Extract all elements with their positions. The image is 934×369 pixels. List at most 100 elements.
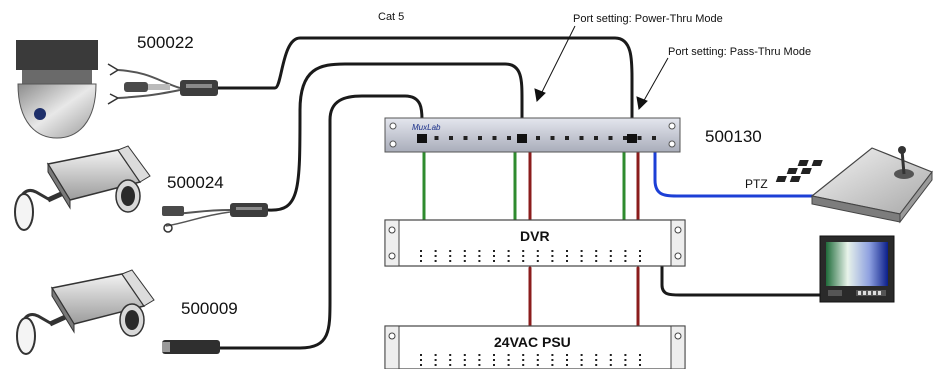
terminal-pin <box>580 354 583 356</box>
terminal-pin <box>566 255 568 257</box>
terminal-pin <box>536 255 539 257</box>
terminal-pin <box>434 359 437 361</box>
label-ptz: PTZ <box>745 177 768 191</box>
patch-panel: MuxLab <box>384 117 681 153</box>
terminal-pin <box>463 359 466 361</box>
terminal-pin <box>566 364 568 366</box>
terminal-pin <box>580 260 583 262</box>
terminal-pin <box>609 364 612 366</box>
terminal-pin <box>624 260 627 262</box>
terminal-pin <box>595 354 598 356</box>
psu-label: 24VAC PSU <box>494 334 571 350</box>
terminal-pin <box>624 354 627 356</box>
terminal-pin <box>449 354 452 356</box>
label-cat5: Cat 5 <box>378 11 404 23</box>
panel-port <box>579 136 584 140</box>
monitor-icon <box>819 235 895 303</box>
terminal-pin <box>551 364 554 366</box>
terminal-pin <box>478 359 481 361</box>
terminal-pin <box>609 260 612 262</box>
cat5-cable-camera-2 <box>218 94 424 350</box>
terminal-pin <box>420 364 422 366</box>
panel-port <box>536 136 540 140</box>
dvr-label: DVR <box>520 228 550 244</box>
terminal-pin <box>463 260 466 262</box>
cat5-cable-camera-1 <box>266 62 524 212</box>
diagram-labels: 500022 500024 500009 500130 Cat 5 Port s… <box>137 11 811 318</box>
terminal-pin <box>493 250 495 252</box>
terminal-pin <box>420 255 422 257</box>
terminal-pin <box>463 364 466 366</box>
psu-unit: 24VAC PSU <box>384 325 686 369</box>
terminal-pin <box>434 260 437 262</box>
terminal-pin <box>449 250 452 252</box>
terminal-pin <box>434 255 437 257</box>
panel-jack <box>417 134 427 143</box>
terminal-pin <box>449 260 452 262</box>
ptz-keyboard-icon <box>775 146 933 224</box>
terminal-pin <box>478 255 481 257</box>
panel-port <box>594 136 598 140</box>
terminal-pin <box>449 255 452 257</box>
panel-port <box>478 136 482 140</box>
terminal-pin <box>434 364 437 366</box>
terminal-pin <box>493 255 495 257</box>
panel-jack <box>627 134 637 143</box>
terminal-pin <box>522 354 525 356</box>
panel-port <box>637 136 642 140</box>
terminal-pin <box>536 260 539 262</box>
terminal-pin <box>536 354 539 356</box>
terminal-pin <box>420 354 422 356</box>
terminal-pin <box>478 250 481 252</box>
terminal-pin <box>420 260 422 262</box>
terminal-pin <box>580 250 583 252</box>
panel-port <box>623 136 627 140</box>
terminal-pin <box>624 359 627 361</box>
terminal-pin <box>580 255 583 257</box>
cables <box>216 36 838 350</box>
label-500130: 500130 <box>705 127 762 146</box>
terminal-pin <box>624 364 627 366</box>
terminal-pin <box>507 260 510 262</box>
terminal-pin <box>493 260 495 262</box>
terminal-pin <box>434 250 437 252</box>
terminal-pin <box>609 359 612 361</box>
terminal-pin <box>624 255 627 257</box>
label-pass-thru: Port setting: Pass-Thru Mode <box>668 46 811 58</box>
dvr-terminals <box>420 250 641 262</box>
terminal-pin <box>595 260 598 262</box>
terminal-pin <box>580 359 583 361</box>
terminal-pin <box>609 250 612 252</box>
terminal-pin <box>463 354 466 356</box>
panel-port <box>608 136 613 140</box>
terminal-pin <box>522 255 525 257</box>
terminal-pin <box>566 260 568 262</box>
terminal-pin <box>580 364 583 366</box>
dvr-unit: DVR <box>384 219 686 267</box>
terminal-pin <box>507 255 510 257</box>
terminal-pin <box>493 359 495 361</box>
terminal-pin <box>595 359 598 361</box>
terminal-pin <box>522 250 525 252</box>
balun-500009 <box>162 340 220 354</box>
terminal-pin <box>551 354 554 356</box>
label-500009: 500009 <box>181 299 238 318</box>
terminal-pin <box>595 364 598 366</box>
terminal-pin <box>522 260 525 262</box>
terminal-pin <box>566 359 568 361</box>
ptz-link <box>653 150 838 198</box>
terminal-pin <box>609 255 612 257</box>
terminal-pin <box>463 250 466 252</box>
panel-port <box>652 136 656 140</box>
terminal-pin <box>639 260 641 262</box>
label-500024: 500024 <box>167 173 224 192</box>
patch-panel-brand: MuxLab <box>412 123 441 132</box>
terminal-pin <box>639 354 641 356</box>
terminal-pin <box>639 255 641 257</box>
terminal-pin <box>493 354 495 356</box>
terminal-pin <box>507 364 510 366</box>
terminal-pin <box>449 364 452 366</box>
label-power-thru: Port setting: Power-Thru Mode <box>573 13 723 25</box>
terminal-pin <box>507 359 510 361</box>
